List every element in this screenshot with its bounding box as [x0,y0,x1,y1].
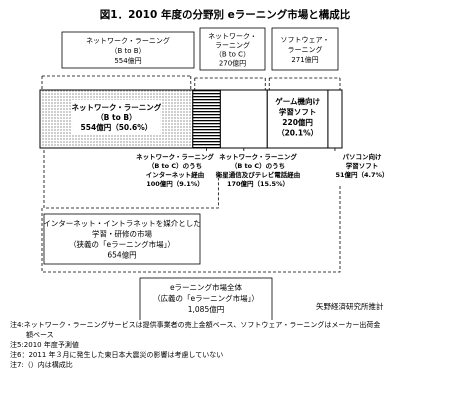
top-group-label-2: 271億円 [291,55,318,64]
lower-groups: インターネット・イントラネットを媒介とした学習・研修の市場（狭義の「eラーニング… [41,150,341,320]
top-group-label-0: ネットワーク・ラーニング [86,36,170,45]
segment-1-label: 100億円（9.1%） [146,179,204,188]
stacked-bar: ネットワーク・ラーニング（B to B）554億円（50.6%） ゲーム機向け学習… [39,89,343,149]
segment-0-label: 554億円（50.6%） [81,122,153,132]
segment-4-label: 51億円（4.7%） [335,170,388,179]
bar-segment-1 [192,89,221,149]
segment-labels: ネットワーク・ラーニング（B to C）のうちインターネット経由100億円（9.… [136,148,389,188]
top-group-box-2 [271,27,339,71]
top-group-label-2: ソフトウェア・ [281,36,330,44]
segment-3-label: ゲーム機向け [275,96,320,106]
segment-4-label: パソコン向け [343,152,383,161]
segment-3-label: 学習ソフト [279,107,317,117]
note-6: 注6：2011 年３月に発生した東日本大震災の影響は考慮していない [10,351,224,359]
top-group-label-1: ネットワーク・ [208,33,257,41]
note-5: 注5:2010 年度予測値 [10,341,79,349]
broad-market-guide [41,184,341,273]
segment-0-label: （B to B） [96,112,136,122]
broad-market-label: eラーニング市場全体 [170,282,243,292]
top-group-label-1: ラーニング [215,41,250,50]
bar-segment-3 [266,89,329,149]
top-group-label-1: 270億円 [219,59,246,68]
segment-3-label: （20.1%） [277,128,318,138]
bar-segment-2 [219,89,268,149]
segment-2-label: ネットワーク・ラーニング [219,152,297,161]
broad-market-label: 1,085億円 [188,304,224,314]
narrow-market-label: インターネット・イントラネットを媒介とした [43,219,201,228]
e-learning-market-figure: 図1．2010 年度の分野別 eラーニング市場と構成比 ネットワーク・ラーニング… [39,8,389,320]
narrow-market-label: 学習・研修の市場 [92,229,152,239]
segment-3-label: 220億円 [282,117,313,127]
narrow-market-box [43,213,201,265]
figure-title: 図1．2010 年度の分野別 eラーニング市場と構成比 [100,8,351,21]
segment-0-label: ネットワーク・ラーニング [71,102,161,112]
top-group-label-0: （B to B） [110,47,145,55]
top-group-box-0 [61,31,195,69]
segment-1-label: ネットワーク・ラーニング [136,152,214,161]
narrow-market-label: （狭義の「eラーニング市場」） [69,239,175,249]
bar-segment-4 [327,89,343,149]
top-groups: ネットワーク・ラーニング（B to B）554億円ネットワーク・ラーニング（B … [41,27,341,90]
segment-4-label: 学習ソフト [346,161,379,170]
segment-2-label: （B to C）のうち [231,162,285,170]
note-7: 注7:（）内は構成比 [10,361,73,369]
notes-block: 注4:ネットワーク・ラーニングサービスは提供事業者の売上金額ベース、ソフトウェア… [10,320,445,370]
broad-market-box [139,277,273,320]
segment-1-label: （B to C）のうち [148,162,202,170]
narrow-market-label: 654億円 [107,250,136,260]
segment-2-label: 衛星通信及びテレビ電話経由 [215,170,301,179]
source-note: 矢野経済研究所推計 [316,301,384,311]
top-group-box-1 [199,27,266,71]
top-group-label-1: （B to C） [215,51,250,59]
narrow-market-guide [43,150,219,209]
top-group-label-0: 554億円 [114,56,141,65]
note-4: 注4:ネットワーク・ラーニングサービスは提供事業者の売上金額ベース、ソフトウェア… [10,321,381,329]
segment-0-label-bg [72,100,161,134]
broad-market-label: （広義の「eラーニング市場」） [153,293,259,303]
top-group-label-2: ラーニング [288,45,323,54]
note-4-continued: 額ベース [26,331,54,339]
segment-2-label: 170億円（15.5%） [227,179,289,188]
segment-1-label: インターネット経由 [146,170,205,179]
